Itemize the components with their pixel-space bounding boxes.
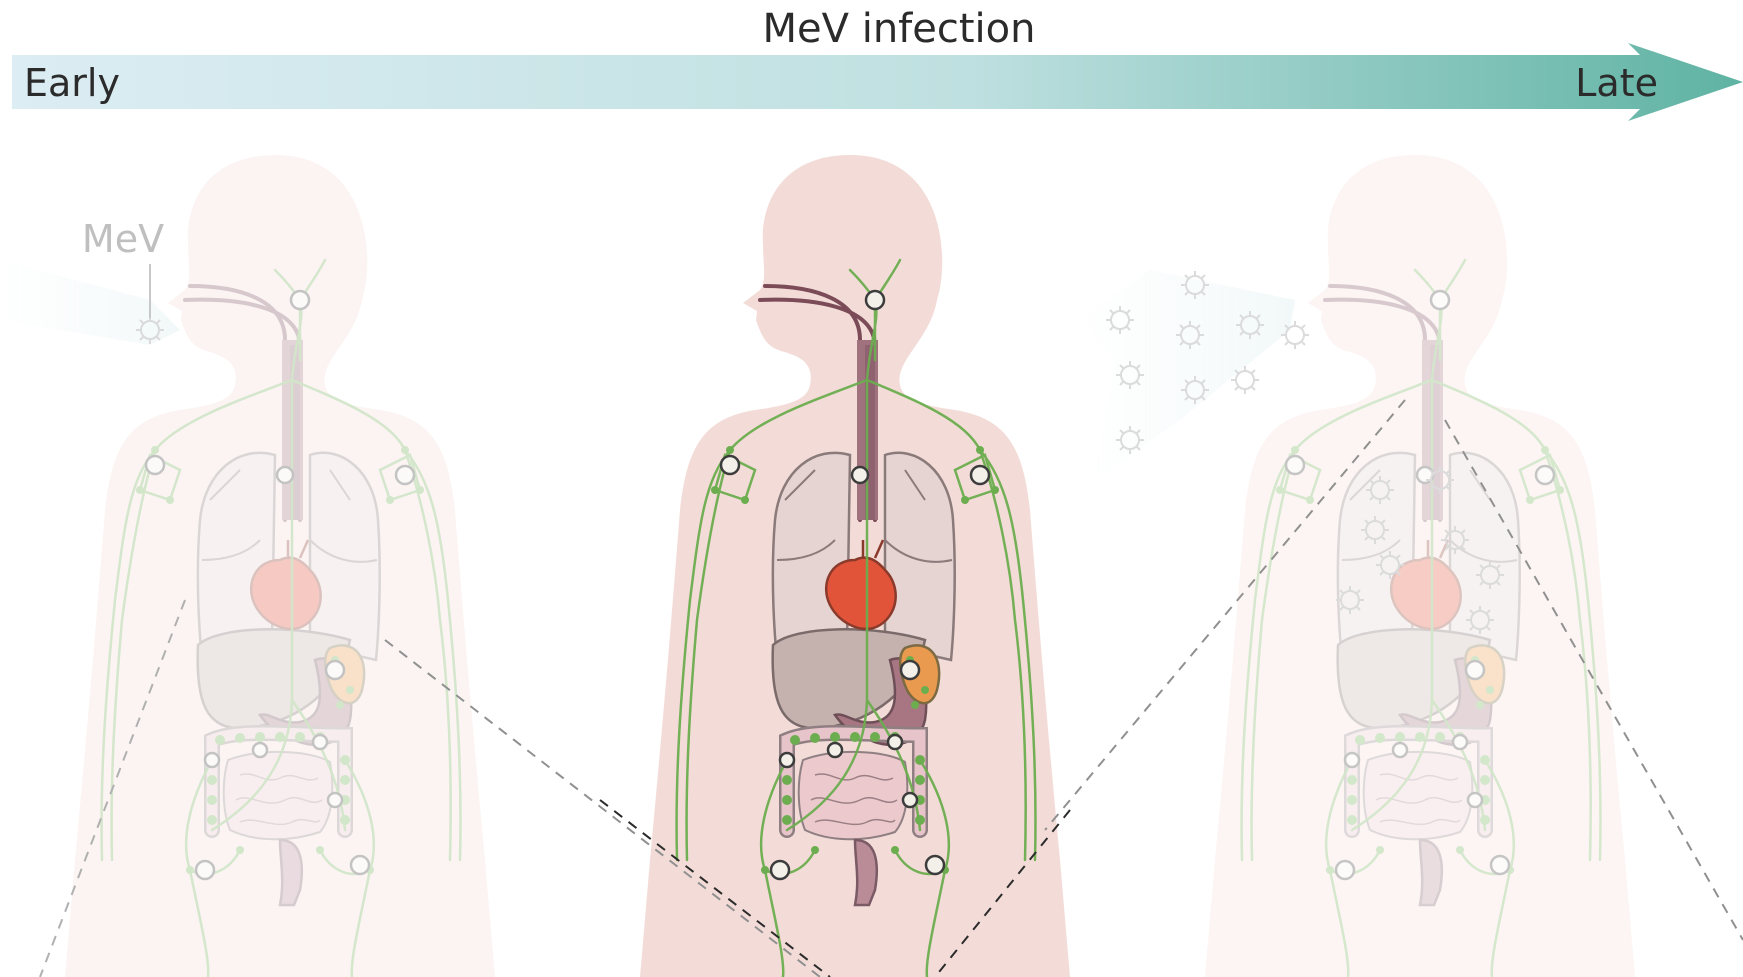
timeline-start-label: Early bbox=[24, 61, 120, 105]
late-infection-panel bbox=[1080, 155, 1635, 977]
virus-label: MeV bbox=[82, 217, 164, 261]
body-figure-middle bbox=[640, 155, 1070, 977]
body-figure-early bbox=[65, 155, 495, 977]
timeline-arrow-shape bbox=[12, 43, 1743, 121]
infection-timeline-arrow: Early Late bbox=[12, 43, 1743, 121]
early-infection-panel bbox=[0, 155, 495, 977]
inhaled-air-stream bbox=[0, 260, 180, 345]
body-figure-late bbox=[1205, 155, 1635, 977]
middle-infection-panel bbox=[640, 155, 1070, 977]
timeline-end-label: Late bbox=[1575, 61, 1658, 105]
diagram-title: MeV infection bbox=[763, 6, 1036, 52]
